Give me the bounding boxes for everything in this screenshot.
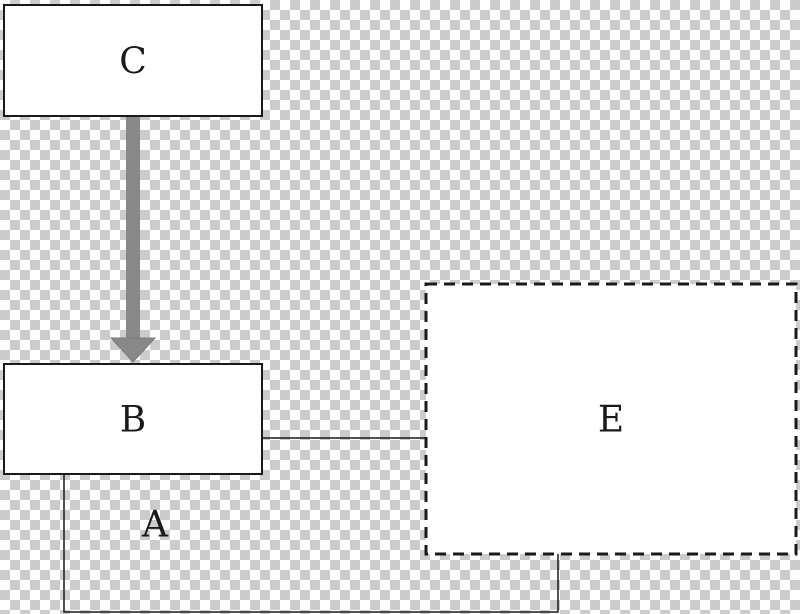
- node-e-box: [424, 282, 798, 556]
- node-b[interactable]: B: [3, 363, 263, 475]
- node-c-label: C: [119, 42, 147, 83]
- arrow-c-to-b: [109, 116, 157, 363]
- connector-b-to-e-bottom: [63, 474, 559, 613]
- node-b-label: B: [120, 400, 146, 441]
- node-b-box: [3, 363, 263, 475]
- node-c[interactable]: C: [3, 4, 263, 117]
- node-e[interactable]: E: [424, 282, 798, 556]
- node-c-box: [3, 4, 263, 117]
- node-e-label: E: [598, 400, 624, 441]
- arrow-shaft: [126, 116, 140, 344]
- arrow-head: [109, 337, 157, 363]
- edge-label-a: A: [141, 505, 169, 546]
